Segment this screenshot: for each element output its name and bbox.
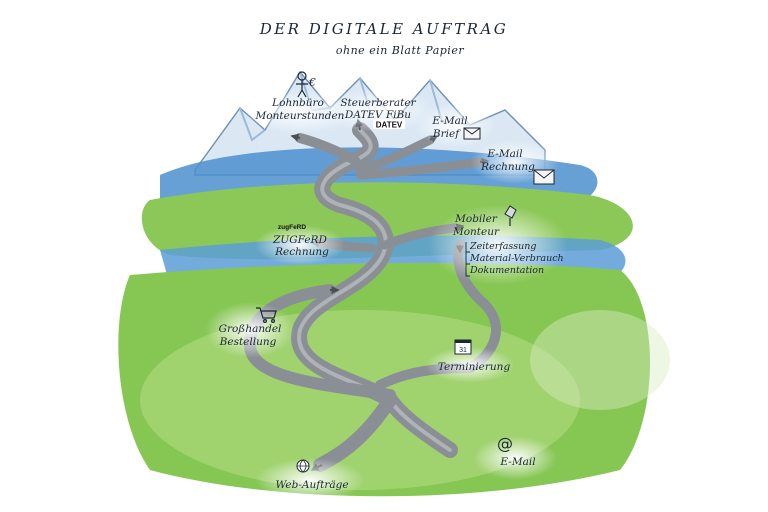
datev-logo: DATEV [373, 119, 405, 130]
page-title: DER DIGITALE AUFTRAG [259, 20, 509, 38]
label-email-eingang: E-Mail [499, 456, 535, 468]
grosshandel-label: Großhandel [219, 323, 282, 335]
zugferd-label: ZUGFeRD [272, 234, 327, 246]
lohnbuero-sublabel: Monteurstunden [255, 110, 345, 122]
calendar-day: 31 [459, 347, 467, 354]
monteur-item: Zeiterfassung [469, 241, 537, 252]
zugferd-sublabel: Rechnung [274, 246, 329, 258]
email-rechnung-label: E-Mail [486, 148, 522, 160]
road-email-brief [355, 135, 435, 175]
at-sign-icon: @ [497, 434, 513, 453]
label-email-brief: E-Mail Brief [431, 115, 467, 140]
email-brief-sublabel: Brief [432, 128, 461, 140]
wrench-hand-icon [504, 205, 517, 226]
label-mobiler-monteur: Mobiler Monteur Zeiterfassung Material-V… [452, 213, 564, 277]
label-zugferd: ZUGFeRD Rechnung [272, 234, 329, 258]
grosshandel-sublabel: Bestellung [219, 336, 277, 348]
globe-icon [296, 459, 310, 473]
label-grosshandel: Großhandel Bestellung [219, 323, 282, 348]
monteur-item: Dokumentation [469, 265, 544, 276]
label-web-auftrage: Web-Aufträge [275, 479, 348, 491]
envelope-icon [533, 169, 555, 185]
label-lohnbuero: Lohnbüro Monteurstunden [255, 97, 345, 122]
zugferd-logo: zugFeRD [278, 224, 306, 231]
label-steuerberater: Steuerberater DATEV FiBu [340, 97, 416, 121]
mobiler-monteur-label: Mobiler [454, 213, 498, 225]
letter-icon [463, 127, 481, 140]
label-terminierung: Terminierung [438, 361, 511, 373]
road-lohnbuero [295, 133, 360, 165]
email-brief-label: E-Mail [431, 115, 467, 127]
steuerberater-sublabel: DATEV FiBu [344, 109, 411, 121]
email-eingang-label: E-Mail [499, 456, 535, 468]
road-email-rechnung [355, 157, 485, 180]
at-symbol: @ [497, 434, 513, 453]
label-email-rechnung: E-Mail Rechnung [480, 148, 535, 173]
euro-person-icon: € [296, 71, 316, 98]
euro-symbol: € [308, 76, 316, 89]
steuerberater-label: Steuerberater [340, 97, 416, 109]
lohnbuero-label: Lohnbüro [271, 97, 324, 109]
web-auftrage-label: Web-Aufträge [275, 479, 348, 491]
shopping-cart-icon [256, 307, 277, 324]
zugferd-logo-text: zugFeRD [278, 224, 306, 231]
page-subtitle: ohne ein Blatt Papier [336, 44, 464, 57]
monteur-item: Material-Verbrauch [469, 253, 564, 264]
calendar-icon: 31 [454, 339, 472, 355]
email-rechnung-sublabel: Rechnung [480, 161, 535, 173]
mobiler-monteur-sublabel: Monteur [452, 226, 500, 238]
terminierung-label: Terminierung [438, 361, 511, 373]
datev-logo-text: DATEV [376, 121, 403, 130]
